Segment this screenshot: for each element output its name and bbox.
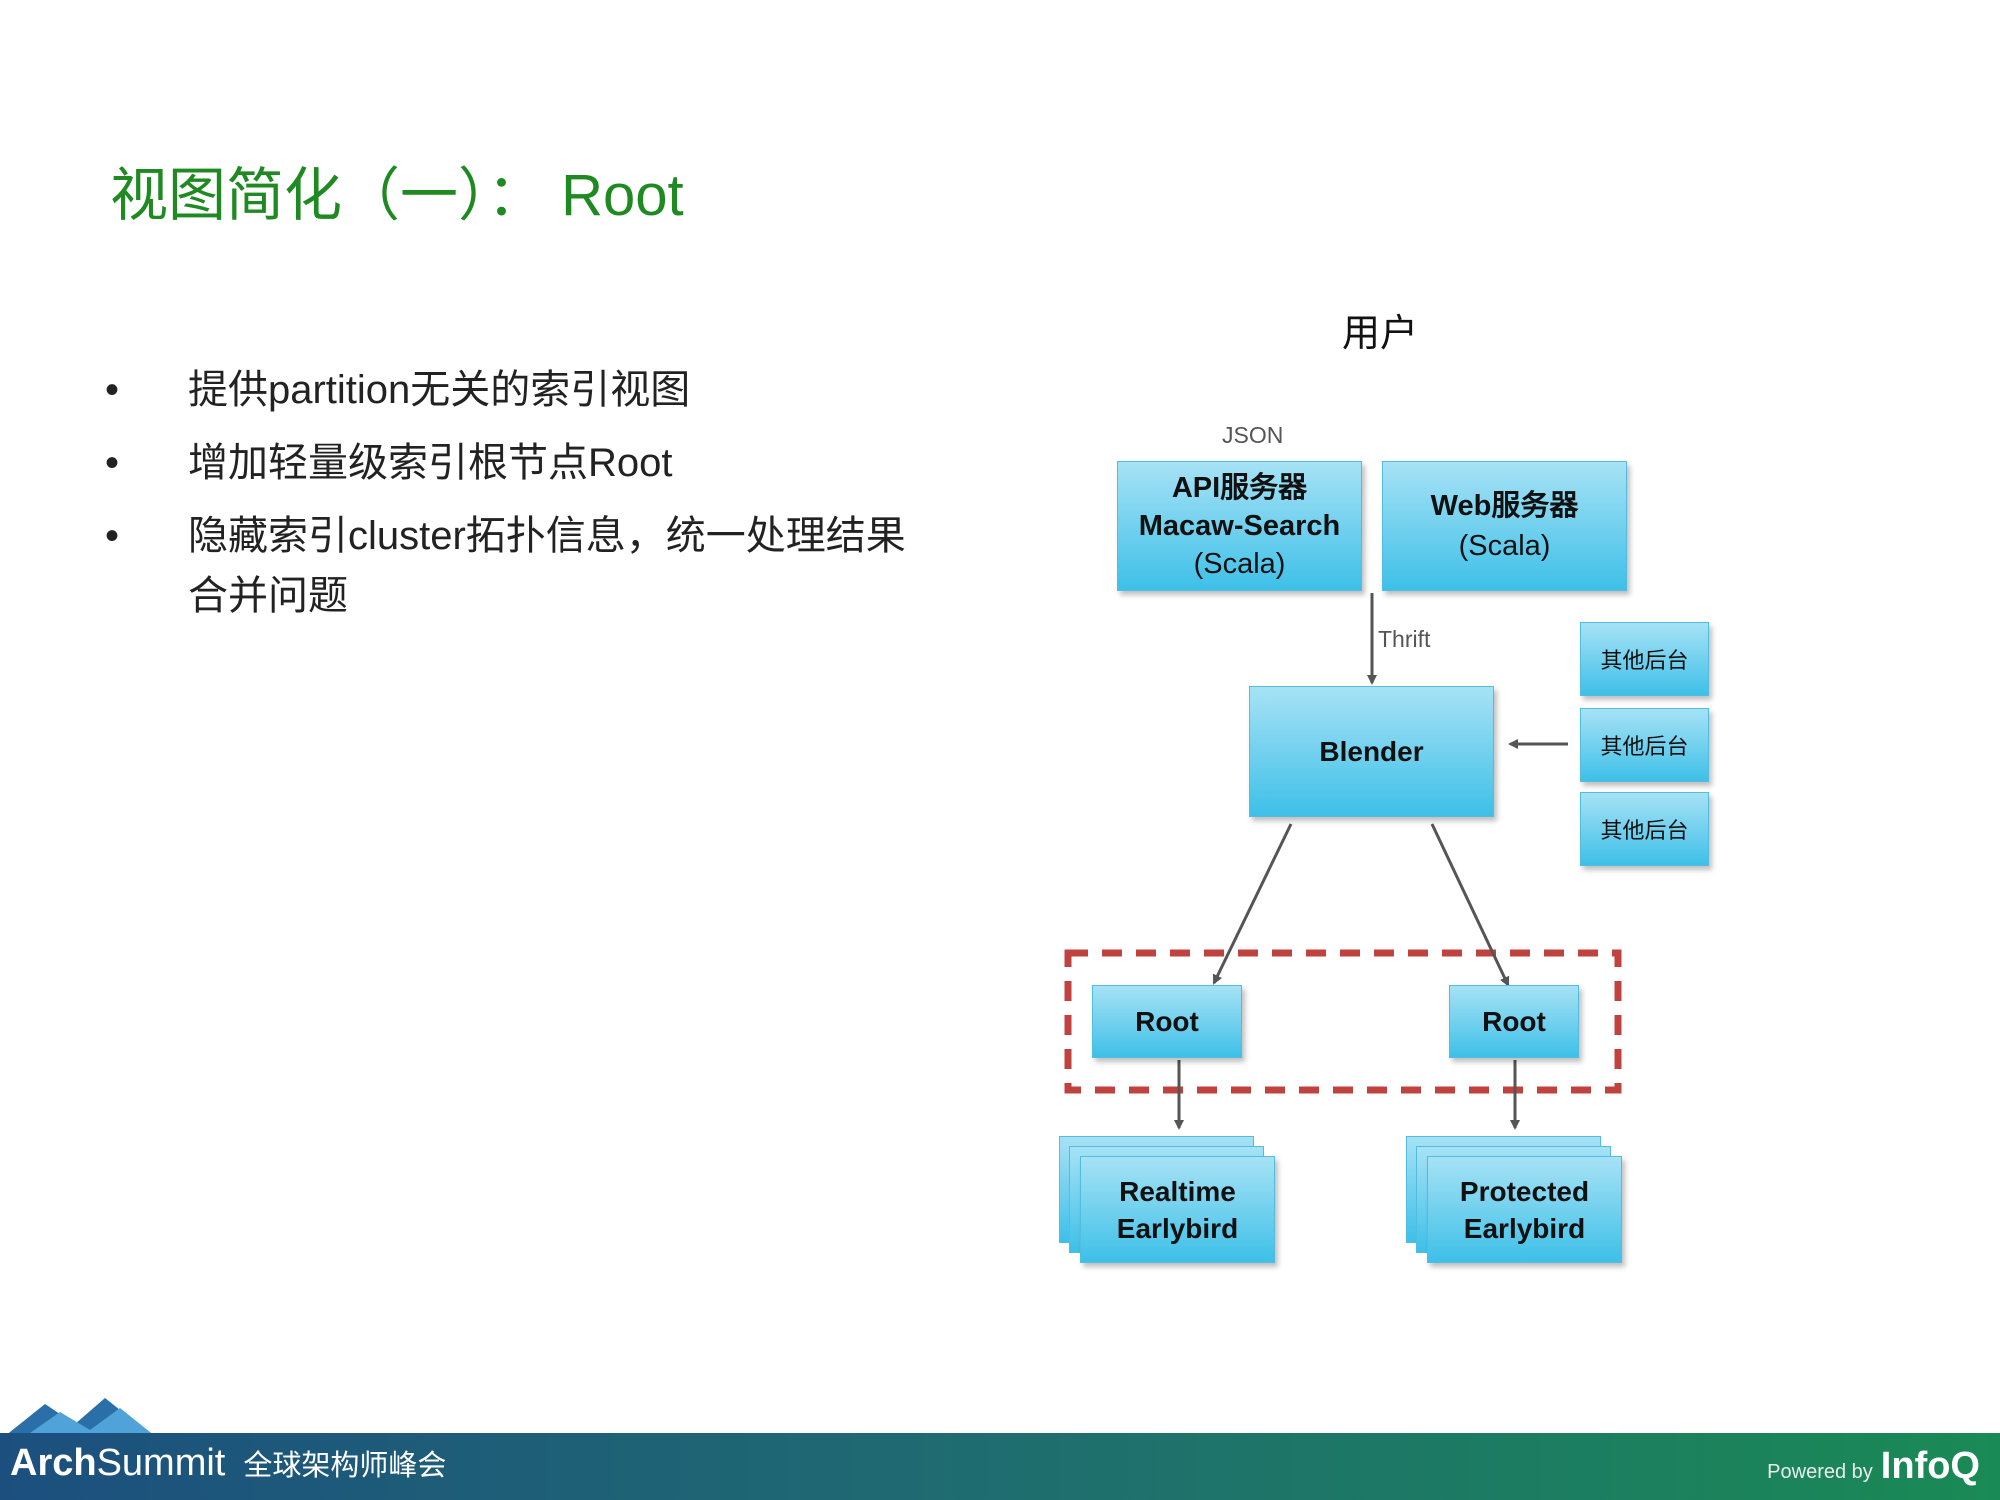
bullet-dot-icon: •	[105, 514, 120, 558]
other-backend-box: 其他后台	[1580, 708, 1709, 782]
other-backend-box: 其他后台	[1580, 622, 1709, 696]
other-backend-box: 其他后台	[1580, 792, 1709, 866]
blender-to-root-right-arrow	[1430, 823, 1510, 987]
bullet-item: • 提供partition无关的索引视图	[105, 360, 925, 420]
powered-by-infoq: Powered by InfoQ	[1767, 1445, 1980, 1488]
realtime-earlybird-box: Realtime Earlybird	[1080, 1156, 1275, 1263]
root-left-label: Root	[1135, 1005, 1199, 1037]
protected-line1: Protected	[1459, 1175, 1590, 1207]
api-server-box: API服务器 Macaw-Search (Scala)	[1117, 461, 1362, 591]
api-server-title: API服务器	[1171, 472, 1308, 504]
other-backend-label: 其他后台	[1600, 818, 1689, 843]
mountain-logo-icon	[0, 1398, 170, 1440]
blender-box: Blender	[1249, 686, 1494, 817]
bullet-dot-icon: •	[105, 441, 120, 485]
bullet-text: 隐藏索引cluster拓扑信息，统一处理结果合并问题	[188, 514, 906, 618]
api-server-lang: (Scala)	[1193, 548, 1286, 580]
blender-label: Blender	[1319, 735, 1424, 767]
brand-part2: Summit	[96, 1442, 226, 1484]
root-right-box: Root	[1449, 985, 1579, 1058]
root-left-box: Root	[1092, 985, 1242, 1058]
api-server-name: Macaw-Search	[1138, 510, 1341, 542]
bullet-list: • 提供partition无关的索引视图 • 增加轻量级索引根节点Root • …	[105, 360, 925, 639]
bullet-item: • 隐藏索引cluster拓扑信息，统一处理结果合并问题	[105, 506, 925, 626]
json-label: JSON	[1222, 422, 1284, 448]
brand-cn: 全球架构师峰会	[243, 1450, 447, 1482]
user-label: 用户	[1342, 313, 1419, 355]
root-right-label: Root	[1482, 1005, 1546, 1037]
powered-by-text: Powered by	[1767, 1461, 1873, 1483]
infoq-logo: InfoQ	[1880, 1445, 1980, 1487]
bullet-text: 增加轻量级索引根节点Root	[188, 441, 673, 485]
other-backend-label: 其他后台	[1600, 648, 1689, 673]
bullet-item: • 增加轻量级索引根节点Root	[105, 433, 925, 493]
web-server-lang: (Scala)	[1458, 530, 1551, 562]
protected-line2: Earlybird	[1463, 1212, 1586, 1244]
web-server-title: Web服务器	[1430, 490, 1579, 522]
slide-title: 视图简化（一）： Root	[110, 163, 684, 228]
realtime-line1: Realtime	[1119, 1175, 1236, 1207]
bullet-text: 提供partition无关的索引视图	[188, 368, 691, 412]
brand-part1: Arch	[10, 1442, 97, 1484]
root-group-dashed-border	[1064, 949, 1622, 1094]
protected-earlybird-box: Protected Earlybird	[1427, 1156, 1622, 1263]
thrift-label: Thrift	[1378, 626, 1431, 652]
blender-to-root-left-arrow	[1212, 823, 1293, 985]
realtime-line2: Earlybird	[1116, 1212, 1239, 1244]
web-server-box: Web服务器 (Scala)	[1382, 461, 1627, 591]
bullet-dot-icon: •	[105, 368, 120, 412]
other-backend-label: 其他后台	[1600, 734, 1689, 759]
footer-bar: ArchSummit 全球架构师峰会 Powered by InfoQ	[0, 1433, 2000, 1500]
archsummit-logo: ArchSummit 全球架构师峰会	[10, 1442, 446, 1485]
